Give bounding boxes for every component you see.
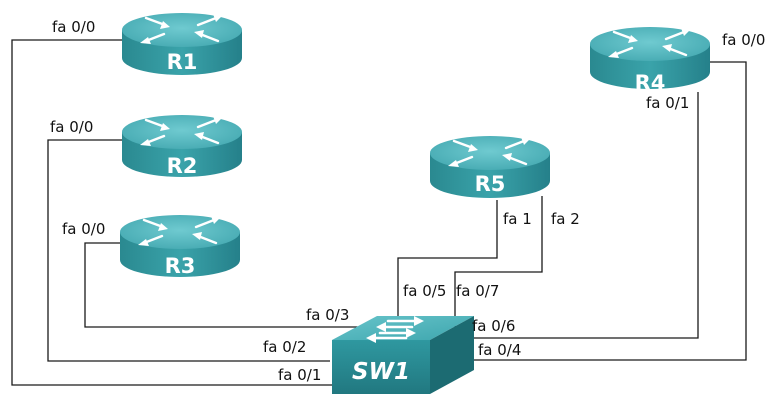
link-r3-sw1 [84,242,370,328]
router-r5[interactable]: R5 [428,134,552,200]
link-r5-fa2-sw1 [454,196,543,330]
router-r4[interactable]: R4 [588,25,712,95]
router-r2[interactable]: R2 [120,113,244,179]
router-r3[interactable]: R3 [118,213,242,279]
switch-front-face [332,340,430,394]
router-label: R1 [167,50,198,74]
port-label-sw-fa05: fa 0/5 [403,282,446,300]
link-r1-sw1 [11,39,355,386]
port-label-sw-fa01: fa 0/1 [278,366,321,384]
link-r4-fa00-sw1 [470,61,747,361]
link-r2-sw1 [47,139,330,362]
switch-sw1[interactable]: SW1 [332,316,474,394]
switch-arrows-icon [366,316,424,343]
port-label-r5-fa1: fa 1 [503,210,532,228]
router-r1[interactable]: R1 [120,11,244,77]
router-label: R3 [165,254,196,278]
port-label-sw-fa04: fa 0/4 [478,341,521,359]
port-label-sw-fa02: fa 0/2 [263,338,306,356]
port-label-r1-fa00: fa 0/0 [52,18,95,36]
link-r4-fa01-sw1 [468,92,699,339]
port-label-sw-fa03: fa 0/3 [306,306,349,324]
port-label-sw-fa07: fa 0/7 [456,282,499,300]
port-labels: fa 0/0 fa 0/0 fa 0/0 fa 0/0 fa 0/1 fa 1 … [50,18,765,384]
port-label-sw-fa06: fa 0/6 [472,317,515,335]
port-label-r4-fa01: fa 0/1 [646,94,689,112]
port-label-r3-fa00: fa 0/0 [62,220,105,238]
router-label: R5 [475,172,506,196]
switch-label: SW1 [352,359,410,385]
port-label-r2-fa00: fa 0/0 [50,118,93,136]
router-label: R4 [635,71,666,95]
port-label-r4-fa00: fa 0/0 [722,31,765,49]
links [11,39,747,386]
port-label-r5-fa2: fa 2 [551,210,580,228]
router-label: R2 [167,154,198,178]
switch-side-face [430,316,474,394]
link-r5-fa1-sw1 [397,200,498,322]
